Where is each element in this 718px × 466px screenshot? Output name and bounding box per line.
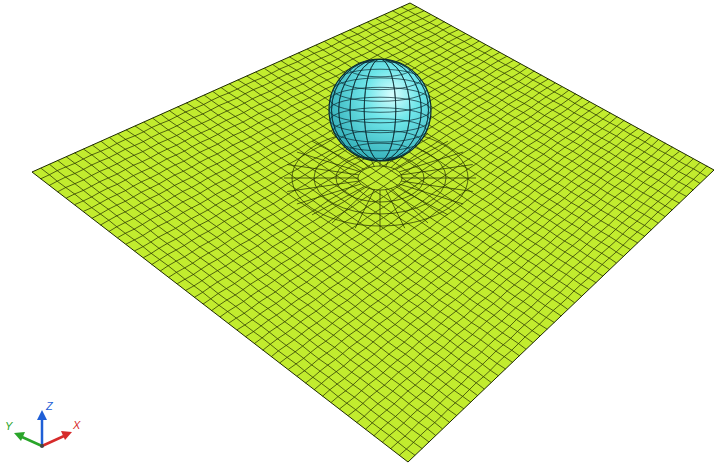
axis-triad (14, 410, 72, 448)
sphere-mesh (329, 59, 431, 161)
sphere-longitude (339, 59, 422, 161)
sphere-latitude (339, 69, 421, 89)
sphere-longitude (339, 59, 422, 161)
x-arrowhead (61, 431, 72, 440)
sphere-latitude (330, 87, 430, 112)
sphere-latitude (330, 108, 430, 133)
z-axis (41, 418, 44, 446)
y-axis (22, 437, 42, 446)
sphere-longitude (380, 59, 381, 161)
x-axis (42, 436, 64, 446)
sphere-longitude (364, 59, 396, 161)
axis-label: Y (5, 420, 12, 432)
sphere-latitude (333, 78, 426, 101)
refined-ring (358, 166, 402, 190)
y-arrowhead (14, 432, 25, 441)
sphere-longitude (350, 59, 410, 161)
plate-mesh (41, 7, 708, 456)
axis-label: Z (46, 400, 53, 412)
sphere-longitude (364, 59, 396, 161)
plate-surface (32, 3, 714, 462)
axis-label: X (73, 419, 80, 431)
sphere (329, 59, 431, 161)
sphere-longitude (332, 59, 429, 161)
sphere-longitude (350, 59, 410, 161)
sphere-longitude (332, 59, 429, 161)
z-arrowhead (37, 410, 47, 420)
triad-origin (40, 444, 44, 448)
mesh-lines (41, 7, 708, 456)
